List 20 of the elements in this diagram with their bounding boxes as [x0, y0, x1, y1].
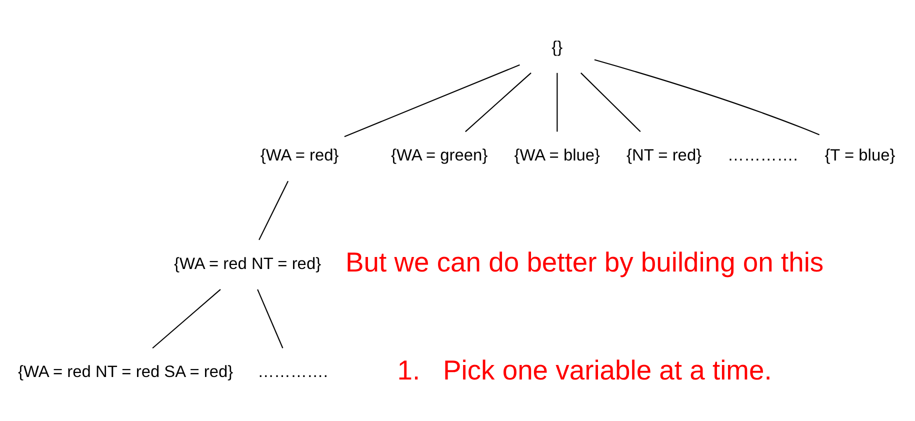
connector: [594, 59, 820, 136]
connector: [344, 64, 520, 138]
connector: [556, 72, 558, 132]
node-text: {T = blue}: [824, 146, 896, 165]
node-text: ………….: [258, 363, 328, 382]
node-text: {WA = red NT = red}: [174, 254, 322, 273]
label: But we can do better by building on this: [346, 246, 824, 278]
node-text: {}: [552, 38, 563, 56]
connector: [257, 289, 284, 348]
node-text: {WA = red}: [260, 146, 339, 165]
node-text: {NT = red}: [626, 146, 702, 165]
node-text: {WA = green}: [390, 146, 488, 165]
connector: [152, 289, 221, 349]
connector: [258, 180, 289, 240]
node-text: {WA = blue}: [514, 146, 600, 165]
label: 1. Pick one variable at a time.: [397, 354, 772, 386]
label: ………….: [728, 146, 798, 165]
connector: [580, 72, 641, 132]
connector: [465, 72, 532, 132]
node-text: {WA = red NT = red SA = red}: [18, 363, 234, 382]
